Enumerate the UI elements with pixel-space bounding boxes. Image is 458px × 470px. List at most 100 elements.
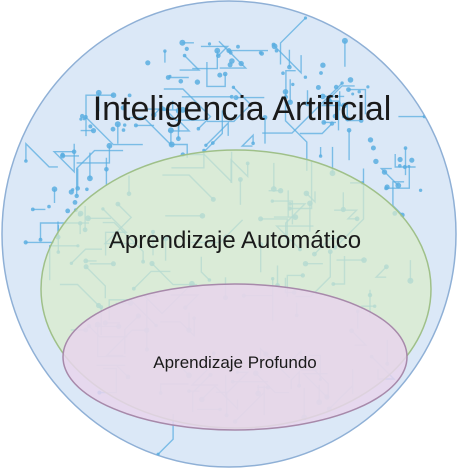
- circuit-node: [397, 156, 403, 163]
- circuit-node: [47, 204, 51, 209]
- circuit-node: [210, 141, 215, 145]
- circuit-node: [120, 105, 126, 111]
- circuit-trace: [206, 86, 252, 123]
- circuit-node: [204, 143, 208, 147]
- circuit-node: [74, 193, 79, 199]
- circuit-node: [332, 113, 338, 119]
- circuit-node: [79, 117, 83, 121]
- circuit-node: [346, 128, 352, 133]
- circuit-node: [60, 152, 65, 157]
- circuit-trace: [205, 121, 229, 146]
- circuit-trace: [299, 123, 333, 135]
- circuit-node: [342, 114, 346, 119]
- circuit-node: [233, 95, 239, 101]
- circuit-node: [341, 102, 347, 109]
- circuit-trace: [285, 69, 296, 97]
- circuit-trace: [262, 82, 343, 134]
- circuit-node: [168, 141, 175, 148]
- circuit-node: [281, 71, 285, 75]
- circuit-trace: [348, 88, 367, 115]
- circuit-node: [229, 58, 235, 64]
- circuit-node: [271, 42, 276, 47]
- circuit-node: [326, 97, 331, 102]
- circuit-node: [175, 107, 182, 114]
- circuit-trace: [76, 145, 111, 164]
- circuit-trace: [379, 167, 399, 186]
- circuit-node: [402, 164, 407, 170]
- dl-ellipse: [62, 283, 408, 431]
- circuit-trace: [274, 45, 302, 75]
- circuit-node: [24, 159, 28, 163]
- circuit-node: [395, 182, 402, 189]
- circuit-node: [88, 124, 93, 129]
- circuit-node: [151, 112, 157, 118]
- circuit-trace: [200, 45, 230, 57]
- circuit-node: [110, 126, 116, 132]
- circuit-node: [217, 72, 223, 78]
- circuit-node: [274, 48, 279, 53]
- circuit-node: [71, 188, 75, 192]
- circuit-node: [236, 44, 240, 49]
- circuit-node: [179, 39, 186, 46]
- circuit-node: [357, 90, 361, 94]
- circuit-node: [23, 240, 28, 245]
- circuit-trace: [206, 62, 226, 88]
- circuit-node: [231, 85, 236, 90]
- circuit-node: [303, 75, 308, 79]
- circuit-node: [238, 60, 244, 67]
- circuit-node: [207, 42, 212, 46]
- circuit-node: [196, 126, 201, 131]
- dl-label: Aprendizaje Profundo: [153, 353, 317, 372]
- circuit-node: [161, 107, 166, 112]
- circuit-node: [407, 164, 411, 168]
- circuit-node: [370, 145, 376, 151]
- circuit-node: [347, 77, 354, 83]
- circuit-node: [114, 121, 121, 128]
- circuit-node: [358, 118, 364, 123]
- circuit-trace: [129, 116, 172, 147]
- circuit-trace: [171, 143, 188, 158]
- circuit-trace: [284, 91, 308, 171]
- circuit-node: [123, 123, 127, 127]
- circuit-node: [409, 157, 415, 163]
- circuit-node: [346, 87, 351, 92]
- circuit-node: [194, 79, 201, 85]
- circuit-node: [65, 208, 71, 214]
- circuit-node: [110, 92, 117, 98]
- circuit-node: [287, 64, 292, 70]
- circuit-node: [90, 128, 97, 134]
- circuit-node: [291, 82, 295, 87]
- circuit-trace: [179, 55, 201, 71]
- circuit-node: [418, 188, 423, 192]
- circuit-node: [315, 85, 321, 90]
- ai-label: Inteligencia Artificial: [93, 90, 392, 128]
- circuit-node: [163, 49, 167, 53]
- circuit-node: [167, 127, 174, 134]
- circuit-trace: [52, 143, 75, 174]
- circuit-trace: [85, 116, 143, 146]
- circuit-node: [381, 169, 388, 175]
- circuit-node: [333, 84, 339, 90]
- circuit-node: [168, 74, 172, 78]
- circuit-node: [351, 92, 355, 96]
- circuit-node: [319, 71, 323, 75]
- ml-label: Aprendizaje Automático: [109, 227, 361, 254]
- circuit-node: [95, 89, 102, 96]
- circuit-node: [214, 47, 221, 54]
- circuit-node: [87, 175, 93, 182]
- circuit-node: [367, 137, 374, 143]
- circuit-node: [403, 146, 408, 150]
- circuit-node: [82, 117, 86, 121]
- circuit-node: [341, 37, 348, 44]
- circuit-node: [228, 50, 233, 55]
- circuit-node: [262, 115, 268, 120]
- circuit-node: [178, 79, 184, 84]
- circuit-node: [222, 71, 228, 77]
- circuit-trace: [163, 88, 212, 130]
- circuit-node: [384, 184, 390, 190]
- circuit-node: [121, 128, 126, 132]
- circuit-node: [320, 62, 326, 68]
- circuit-node: [258, 51, 263, 55]
- circuit-node: [104, 167, 109, 172]
- circuit-node: [80, 113, 85, 119]
